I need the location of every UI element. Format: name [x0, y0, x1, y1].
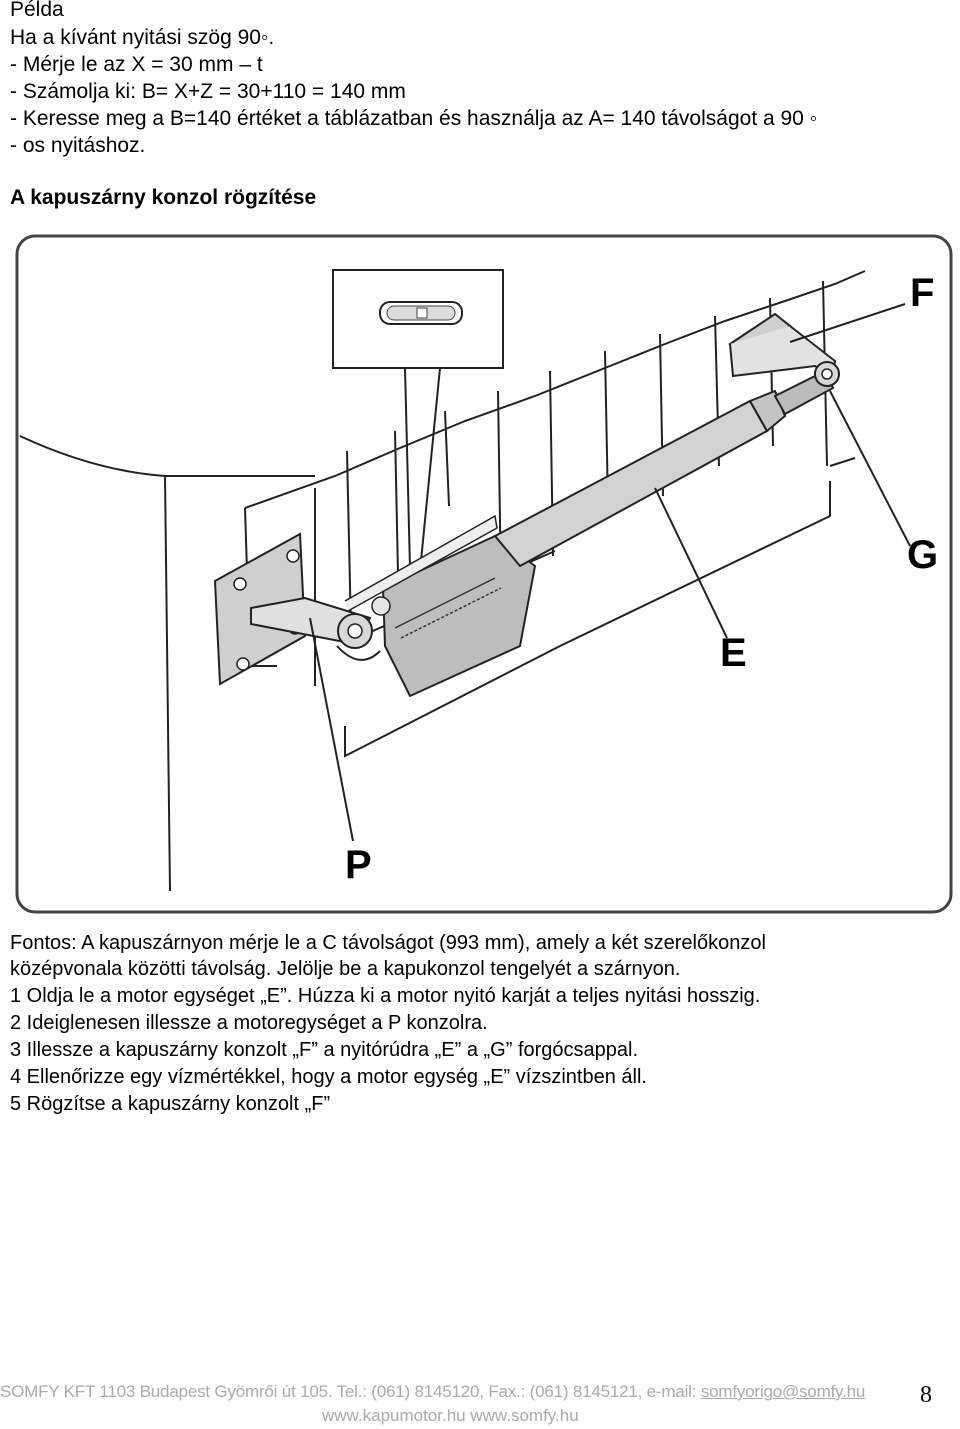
callout-labels: F G E P	[345, 271, 938, 887]
body-line-4: 2 Ideiglenesen illessze a motoregységet …	[10, 1012, 488, 1034]
intro-title: Példa	[10, 0, 64, 21]
intro-line-3: - Számolja ki: B= X+Z = 30+110 = 140 mm	[10, 80, 406, 103]
label-e: E	[720, 631, 747, 675]
body-line-2: középvonala közötti távolság. Jelölje be…	[10, 958, 681, 980]
body-line-1: Fontos: A kapuszárnyon mérje le a C távo…	[10, 932, 766, 954]
label-p: P	[345, 843, 372, 887]
footer-websites[interactable]: www.kapumotor.hu www.somfy.hu	[322, 1406, 579, 1425]
intro-line-4: - Keresse meg a B=140 értéket a táblázat…	[10, 107, 818, 130]
section-heading: A kapuszárny konzol rögzítése	[10, 186, 317, 209]
leader-lines	[309, 303, 911, 842]
level-inset	[332, 269, 504, 572]
body-line-3: 1 Oldja le a motor egységet „E”. Húzza k…	[10, 985, 761, 1007]
label-g: G	[907, 533, 938, 577]
installation-illustration: F G E P	[15, 234, 953, 914]
footer-company-info: SOMFY KFT 1103 Budapest Gyömrői út 105. …	[0, 1382, 865, 1402]
body-line-6: 4 Ellenőrizze egy vízmértékkel, hogy a m…	[10, 1066, 647, 1088]
footer-company-text: SOMFY KFT 1103 Budapest Gyömrői út 105. …	[0, 1382, 701, 1401]
motor-unit-e	[336, 369, 835, 698]
page-number: 8	[920, 1382, 932, 1408]
label-f: F	[910, 271, 934, 315]
intro-line-5: - os nyitáshoz.	[10, 134, 146, 157]
footer-email-link[interactable]: somfyorigo@somfy.hu	[700, 1382, 866, 1401]
body-line-7: 5 Rögzítse a kapuszárny konzolt „F”	[10, 1093, 331, 1115]
intro-line-1: Ha a kívánt nyitási szög 90◦.	[10, 26, 275, 49]
body-line-5: 3 Illessze a kapuszárny konzolt „F” a ny…	[10, 1039, 639, 1061]
gate-bracket-f	[728, 312, 840, 387]
intro-line-2: - Mérje le az X = 30 mm – t	[10, 53, 263, 76]
figure-frame	[15, 234, 953, 914]
post-bracket-p	[213, 532, 372, 686]
